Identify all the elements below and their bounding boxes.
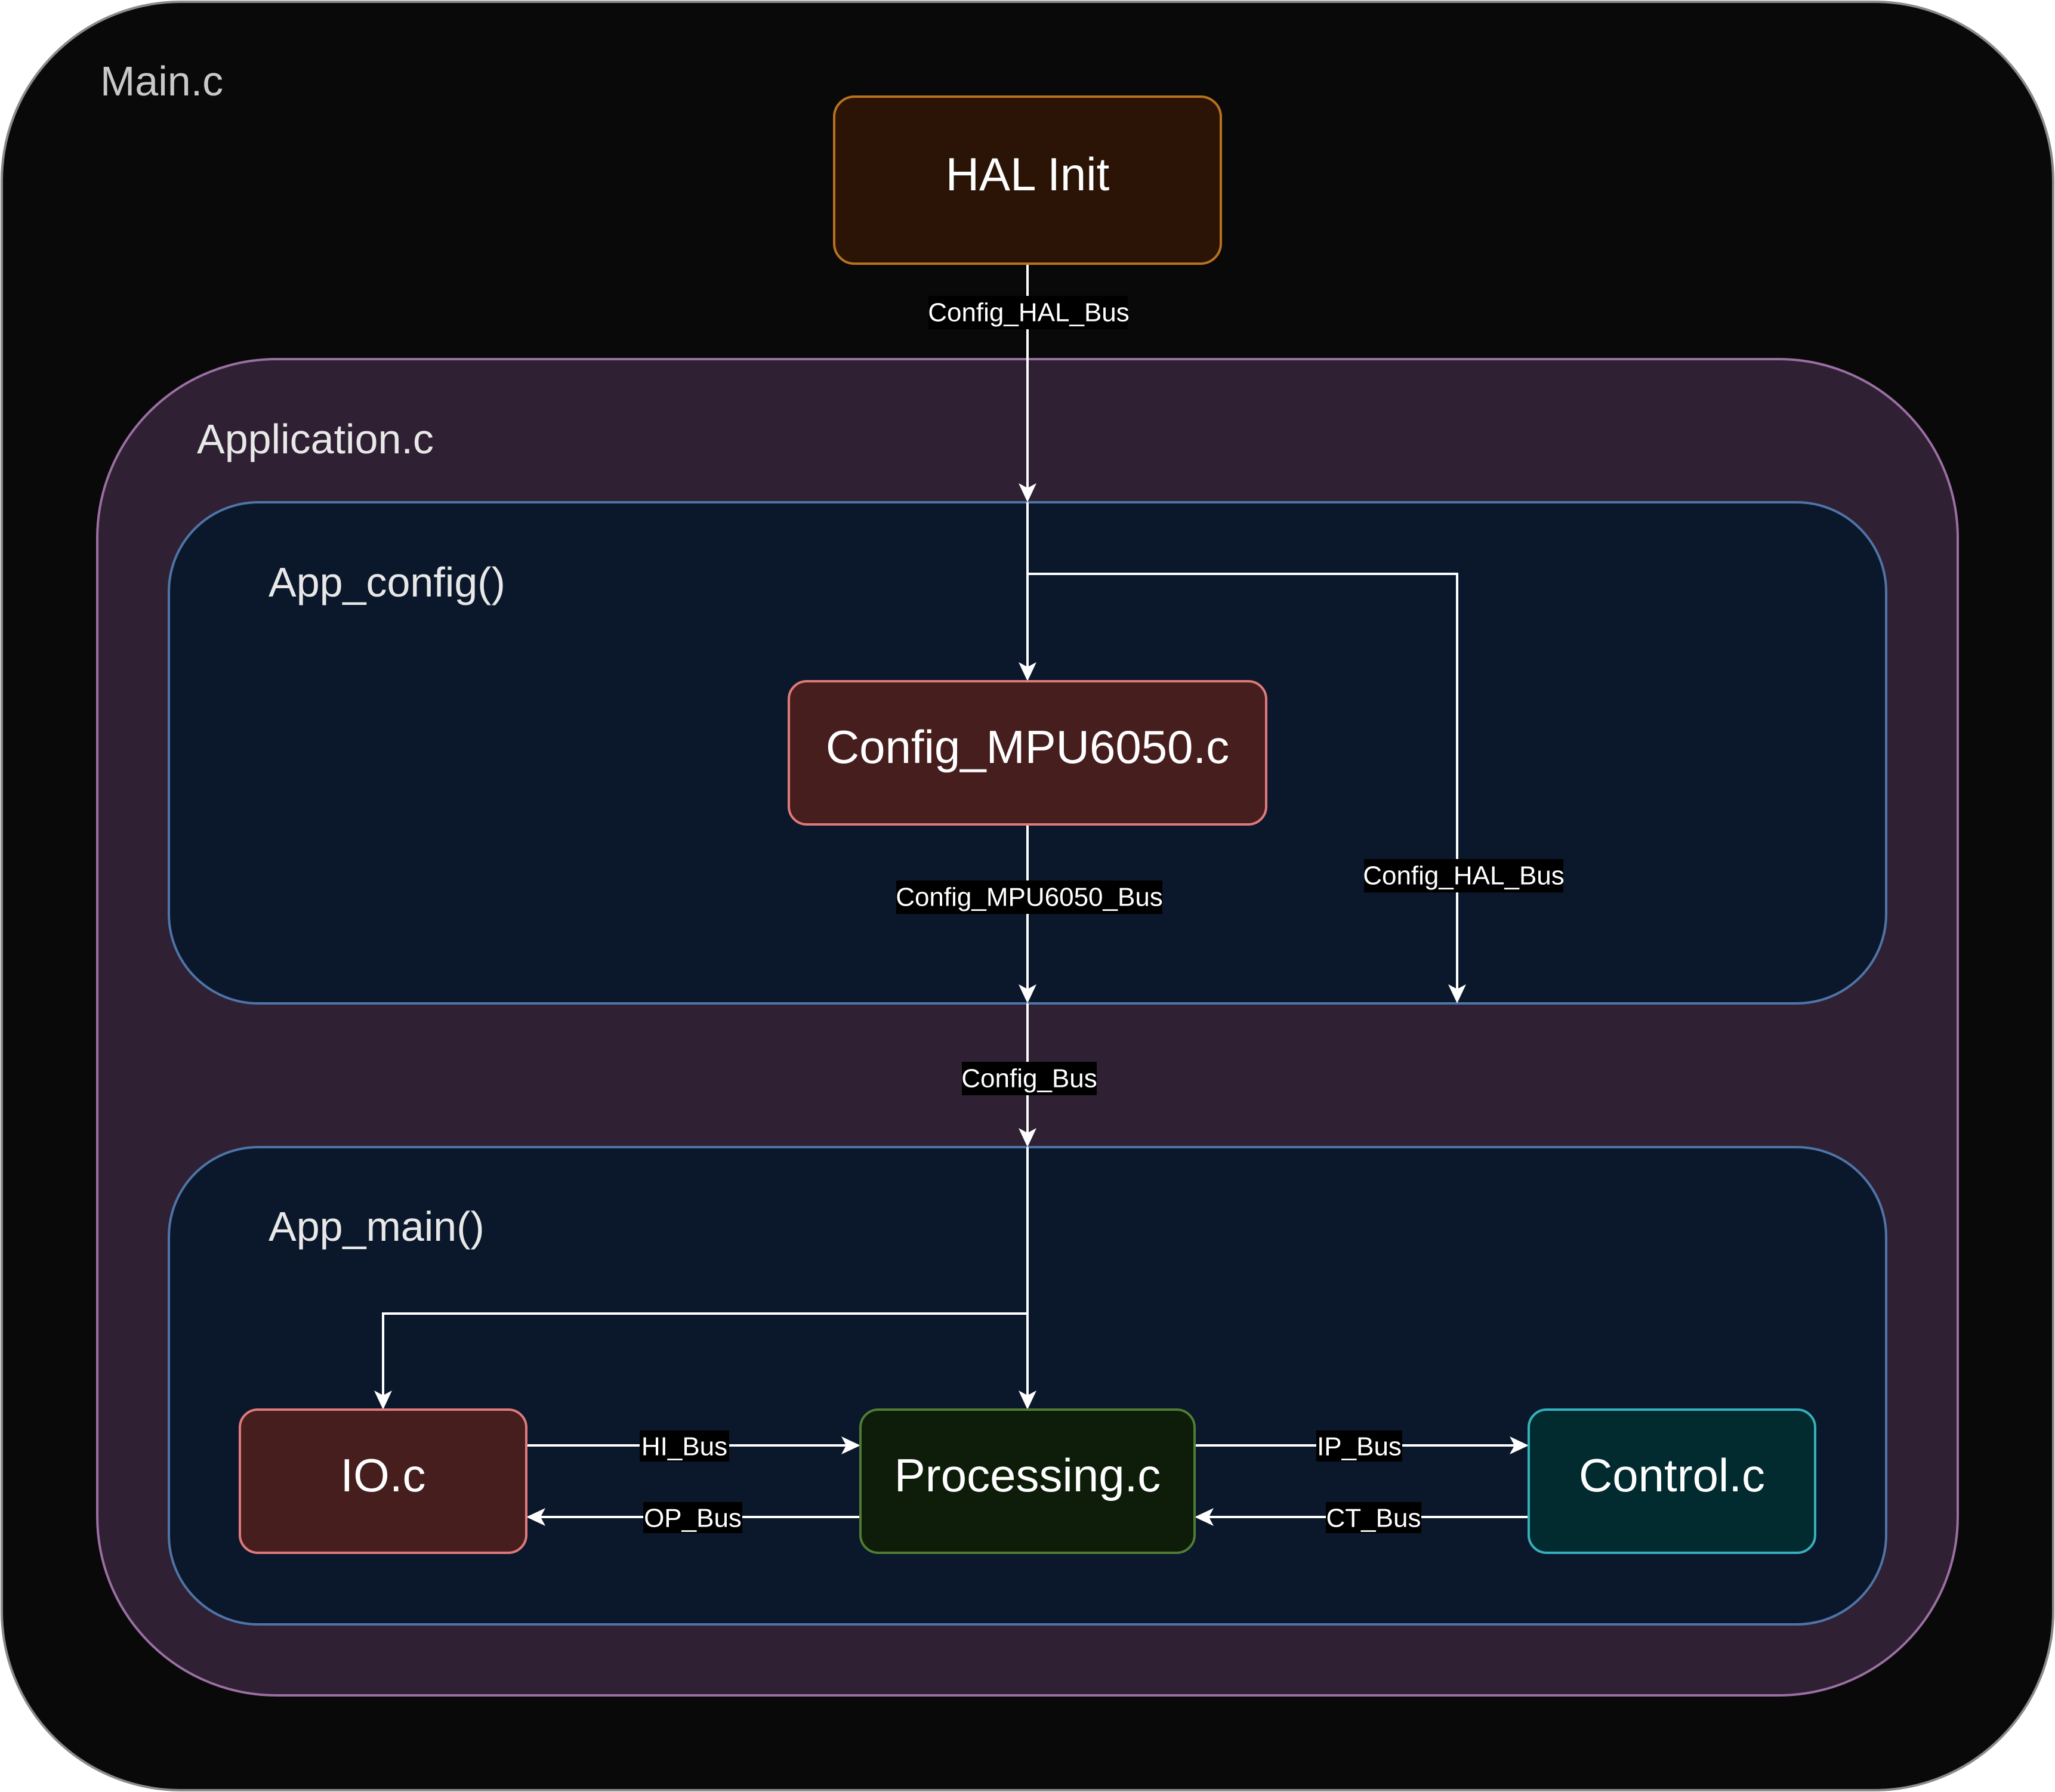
edge-label-bg: [640, 1430, 729, 1462]
edge-label-bg: [1326, 1502, 1421, 1533]
main-c-title: Main.c: [100, 58, 223, 104]
processing-c-box[interactable]: [859, 1408, 1196, 1554]
edge-label-hi-bus: HI_Bus: [640, 1430, 729, 1462]
arrowhead-ip-bus: [1510, 1436, 1529, 1454]
edge-label-ct-bus: CT_Bus: [1326, 1502, 1421, 1533]
edge-label-config-hal-bus-side: Config_HAL_Bus: [1363, 859, 1565, 892]
node-config-mpu6050[interactable]: Config_MPU6050.c: [788, 680, 1267, 826]
io-c-label: IO.c: [340, 1449, 425, 1501]
ct-bus-label: CT_Bus: [1326, 1504, 1421, 1533]
arrowhead-op-bus: [526, 1508, 545, 1526]
arrowhead-ct-bus: [1195, 1508, 1214, 1526]
node-io[interactable]: IO.c: [239, 1408, 527, 1554]
arrowhead-hi-bus: [841, 1436, 860, 1454]
edge-label-bg: [1316, 1430, 1402, 1462]
arrowhead-into-io: [374, 1391, 392, 1410]
edge-label-config-mpu6050-bus: Config_MPU6050_Bus: [896, 880, 1163, 914]
op-bus-label: OP_Bus: [644, 1504, 742, 1533]
edges: [382, 264, 1529, 1518]
app-main-title: App_main(): [269, 1203, 485, 1250]
node-processing[interactable]: Processing.c: [859, 1408, 1196, 1554]
control-c-box[interactable]: [1528, 1408, 1816, 1554]
arrowhead-config-hal-bottom: [1448, 984, 1466, 1003]
arrowhead-into-application: [1019, 483, 1036, 502]
arrowhead-mpu-bus-bottom: [1019, 984, 1036, 1003]
edge-label-ip-bus: IP_Bus: [1316, 1430, 1402, 1462]
edge-label-bg: [928, 296, 1128, 329]
node-hal-init[interactable]: HAL Init: [833, 95, 1222, 265]
config-hal-bus-top-label: Config_HAL_Bus: [928, 298, 1130, 327]
application-c-title: Application.c: [197, 416, 434, 462]
arrowheads: [374, 483, 1529, 1526]
control-c-label: Control.c: [1579, 1449, 1765, 1501]
edge-label-bg: [643, 1502, 742, 1533]
edge-label-config-hal-bus-top: Config_HAL_Bus: [928, 296, 1130, 329]
edge-label-config-bus: Config_Bus: [961, 1062, 1097, 1095]
config-mpu6050-box[interactable]: [788, 680, 1267, 826]
edge-to-io: [382, 1312, 1028, 1402]
config-hal-bus-side-label: Config_HAL_Bus: [1363, 861, 1565, 891]
hal-init-label: HAL Init: [946, 148, 1110, 200]
app-config-title: App_config(): [269, 559, 505, 605]
arrowhead-into-processing: [1019, 1391, 1036, 1410]
edge-label-bg: [896, 880, 1162, 914]
hal-init-box[interactable]: [833, 95, 1222, 265]
edge-label-bg: [962, 1062, 1097, 1095]
edge-label-op-bus: OP_Bus: [643, 1502, 742, 1533]
io-c-box[interactable]: [239, 1408, 527, 1554]
processing-c-label: Processing.c: [894, 1449, 1161, 1501]
arrowhead-into-app-main: [1019, 1128, 1036, 1147]
ip-bus-label: IP_Bus: [1317, 1432, 1402, 1462]
edge-config-hal-branch: [1028, 573, 1458, 996]
edge-label-bg: [1364, 859, 1563, 892]
config-bus-label: Config_Bus: [961, 1064, 1097, 1093]
node-control[interactable]: Control.c: [1528, 1408, 1816, 1554]
config-mpu6050-bus-label: Config_MPU6050_Bus: [896, 883, 1163, 912]
hi-bus-label: HI_Bus: [641, 1432, 727, 1462]
config-mpu6050-label: Config_MPU6050.c: [826, 721, 1229, 773]
arrowhead-into-config-mpu: [1019, 662, 1036, 681]
